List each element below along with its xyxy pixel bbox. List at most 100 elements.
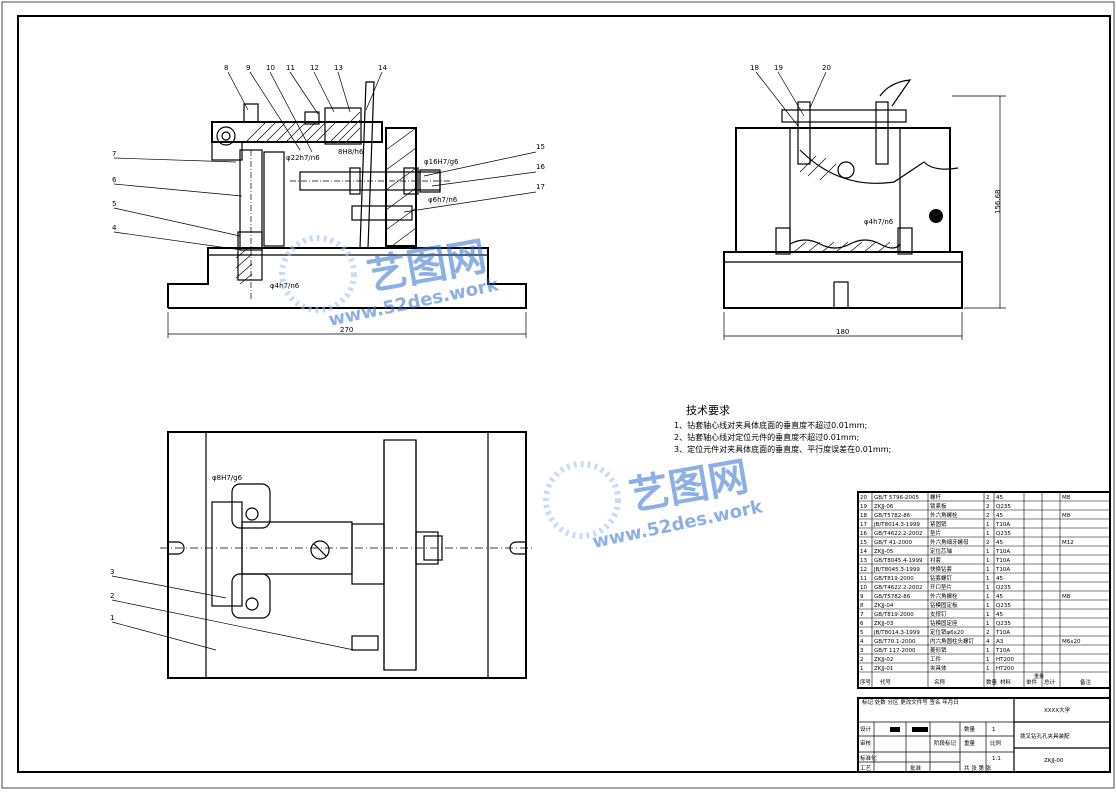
- bom-cell-material: T10A: [995, 558, 1010, 564]
- tech-req-item-3: 3、定位元件对夹具体底面的垂直度、平行度误差在0.01mm;: [674, 444, 891, 454]
- title-revision-header: 标记 处数 分区 更改文件号 签名 年月日: [862, 698, 959, 706]
- bom-cell-no: 17: [860, 522, 867, 528]
- bom-cell-name: 内六角圆柱头螺钉: [930, 637, 975, 645]
- bom-cell-code: GB/T 41-2000: [874, 540, 912, 546]
- front-view: 8 9 10 11 12 13 14 7 6 5 4 15 16 17 φ22h…: [112, 64, 545, 338]
- label-19: 19: [774, 64, 783, 72]
- inner-border: [17, 15, 1111, 773]
- watermark-2: 艺图网 www.52des.work: [543, 454, 765, 553]
- bom-cell-qty: 2: [986, 630, 990, 636]
- title-scale-label: 比例: [990, 739, 1002, 747]
- dim-8h8: 8H8/h6: [338, 148, 364, 156]
- bom-cell-no: 14: [860, 549, 867, 555]
- label-13: 13: [334, 64, 343, 72]
- bom-cell-code: GB/T819-2000: [874, 576, 914, 582]
- label-18: 18: [750, 64, 759, 72]
- bom-cell-no: 7: [860, 612, 864, 618]
- label-3: 3: [110, 568, 114, 576]
- bom-cell-qty: 1: [986, 531, 990, 537]
- dim-phi16: φ16H7/g6: [424, 158, 459, 166]
- bom-cell-name: 夹具体: [930, 664, 947, 672]
- bom-cell-material: 45: [996, 594, 1003, 600]
- bom-cell-no: 4: [860, 639, 864, 645]
- bom-cell-name: 菱形销: [930, 646, 947, 654]
- bom-cell-qty: 1: [986, 567, 990, 573]
- bom-cell-name: 开口垫片: [930, 583, 952, 591]
- bom-cell-name: 钻模固定板: [930, 601, 958, 609]
- bom-cell-material: T10A: [995, 522, 1010, 528]
- bom-cell-material: A3: [996, 639, 1004, 645]
- bom-cell-no: 16: [860, 531, 867, 537]
- dim-180: 180: [836, 328, 849, 336]
- label-14: 14: [378, 64, 387, 72]
- bom-cell-material: T10A: [995, 648, 1010, 654]
- label-8: 8: [224, 64, 228, 72]
- bom-cell-qty: 1: [986, 648, 990, 654]
- tech-req-item-1: 1、钻套轴心线对夹具体底面的垂直度不超过0.01mm;: [674, 420, 867, 430]
- label-1: 1: [110, 614, 114, 622]
- bom-cell-qty: 1: [986, 549, 990, 555]
- bom-header-weight_total: 总计: [1044, 678, 1056, 686]
- bom-cell-material: 45: [996, 612, 1003, 618]
- bom-cell-name: 钻套螺钉: [930, 574, 953, 582]
- label-16: 16: [536, 163, 545, 171]
- bom-cell-no: 15: [860, 540, 867, 546]
- bom-cell-name: 定位芯轴: [930, 547, 953, 555]
- bom-cell-no: 6: [860, 621, 864, 627]
- label-10: 10: [266, 64, 275, 72]
- bom-cell-material: Q235: [996, 531, 1011, 537]
- bom-cell-qty: 1: [986, 603, 990, 609]
- bom-cell-material: HT200: [996, 666, 1014, 672]
- bom-cell-code: JB/T8014.3-1999: [873, 522, 920, 528]
- bom-cell-material: HT200: [996, 657, 1014, 663]
- bom-header-name: 名称: [934, 678, 946, 686]
- title-drawing-no: ZKJJ-00: [1044, 758, 1064, 764]
- bom-cell-material: 45: [996, 540, 1003, 546]
- bom-header-weight: 重量: [1034, 673, 1044, 680]
- bom-cell-code: GB/T70.1-2000: [874, 639, 916, 645]
- bom-cell-qty: 1: [986, 666, 990, 672]
- bom-cell-no: 8: [860, 603, 864, 609]
- dim-156: 156.68: [994, 190, 1002, 215]
- bom-cell-qty: 1: [986, 657, 990, 663]
- bom-cell-material: 45: [996, 513, 1003, 519]
- title-qty-value: 1: [992, 727, 996, 733]
- label-4: 4: [112, 224, 117, 232]
- bom-cell-qty: 2: [986, 513, 990, 519]
- dim-phi4-side: φ4h7/n6: [864, 218, 894, 226]
- bom-cell-material: T10A: [995, 549, 1010, 555]
- dim-phi8: φ8H7/g6: [212, 474, 243, 482]
- bom-cell-name: 外六角螺栓: [930, 592, 958, 600]
- technical-requirements: 技术要求 1、钻套轴心线对夹具体底面的垂直度不超过0.01mm; 2、钻套轴心线…: [674, 404, 891, 454]
- tech-req-item-2: 2、钻套轴心线对定位元件的垂直度不超过0.01mm;: [674, 432, 859, 442]
- bom-cell-no: 18: [860, 513, 867, 519]
- bom-cell-name: 衬套: [930, 556, 942, 564]
- bom-cell-qty: 1: [986, 576, 990, 582]
- bom-cell-material: T10A: [995, 630, 1010, 636]
- bom-cell-material: 45: [996, 576, 1003, 582]
- title-school: XXXX大学: [1044, 706, 1071, 714]
- bom-cell-no: 3: [860, 648, 864, 654]
- label-15: 15: [536, 143, 545, 151]
- bom-cell-qty: 1: [986, 585, 990, 591]
- bom-cell-code: ZKJJ-06: [874, 504, 894, 510]
- title-check-label: 审核: [860, 739, 872, 747]
- bom-cell-no: 20: [860, 495, 867, 501]
- bom-cell-no: 10: [860, 585, 867, 591]
- bom-header-code: 代号: [880, 678, 892, 686]
- bom-cell-code: JB/T8014.3-1999: [873, 630, 920, 636]
- bom-cell-qty: 1: [986, 612, 990, 618]
- bom-cell-code: ZKJJ-03: [874, 621, 894, 627]
- bom-header-weight_single: 单件: [1026, 678, 1038, 686]
- dim-phi22: φ22h7/n6: [286, 154, 320, 162]
- bom-cell-code: GB/T 5796-2005: [874, 495, 919, 501]
- bom-cell-qty: 2: [986, 540, 990, 546]
- label-20: 20: [822, 64, 831, 72]
- bom-header-material: 材料: [1000, 678, 1012, 686]
- bom-cell-material: Q235: [996, 621, 1011, 627]
- bom-cell-qty: 1: [986, 558, 990, 564]
- bom-cell-name: 工件: [930, 655, 942, 663]
- dim-phi6: φ6h7/n6: [428, 196, 458, 204]
